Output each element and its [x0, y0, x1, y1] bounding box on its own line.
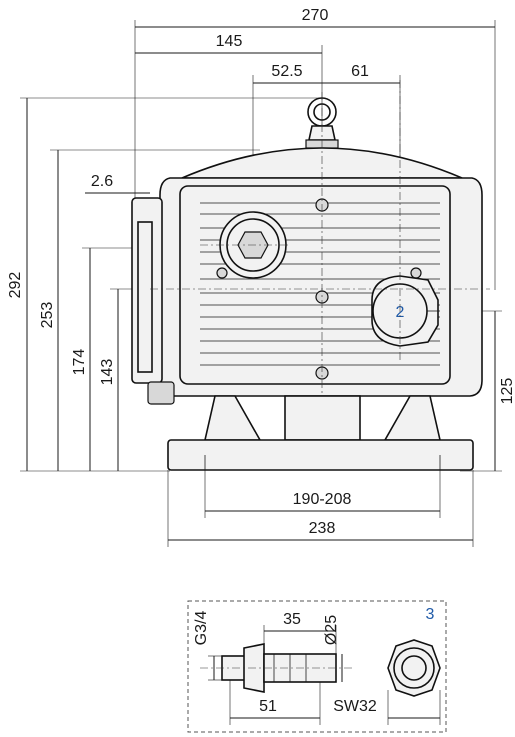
dim-174: 174 [71, 349, 88, 376]
dim-238: 238 [309, 520, 336, 537]
exhaust-port: 2 [371, 275, 440, 347]
housing-inner [179, 185, 451, 385]
dim-190-208: 190-208 [293, 491, 352, 508]
hex-end-view [387, 639, 441, 697]
side-flange [131, 197, 175, 405]
dim-145: 145 [216, 33, 243, 50]
dim-2-6: 2.6 [91, 173, 113, 190]
dim-125: 125 [499, 378, 515, 405]
left-dimensions: 292 253 174 143 [7, 97, 320, 472]
detail-frame [187, 600, 447, 733]
dim-292: 292 [7, 272, 24, 299]
dim-253: 253 [39, 302, 56, 329]
dim-51: 51 [259, 698, 277, 715]
dim-35: 35 [283, 611, 301, 628]
dim-61: 61 [351, 63, 369, 80]
callout-3: 3 [426, 606, 435, 623]
dim-270: 270 [302, 7, 329, 24]
dim-52-5: 52.5 [271, 63, 302, 80]
dim-143: 143 [99, 359, 116, 386]
bottom-dimensions: 190-208 238 [167, 470, 474, 547]
pump-base [167, 395, 474, 471]
pump-body: 2 [131, 80, 490, 471]
dim-sw32: SW32 [333, 698, 377, 715]
callout-2: 2 [396, 304, 405, 321]
dim-g3-4: G3/4 [193, 611, 210, 646]
detail-view: 3 G3/4 35 Ø25 51 [187, 600, 447, 733]
hose-fitting [200, 643, 355, 693]
dim-d25: Ø25 [323, 615, 340, 645]
